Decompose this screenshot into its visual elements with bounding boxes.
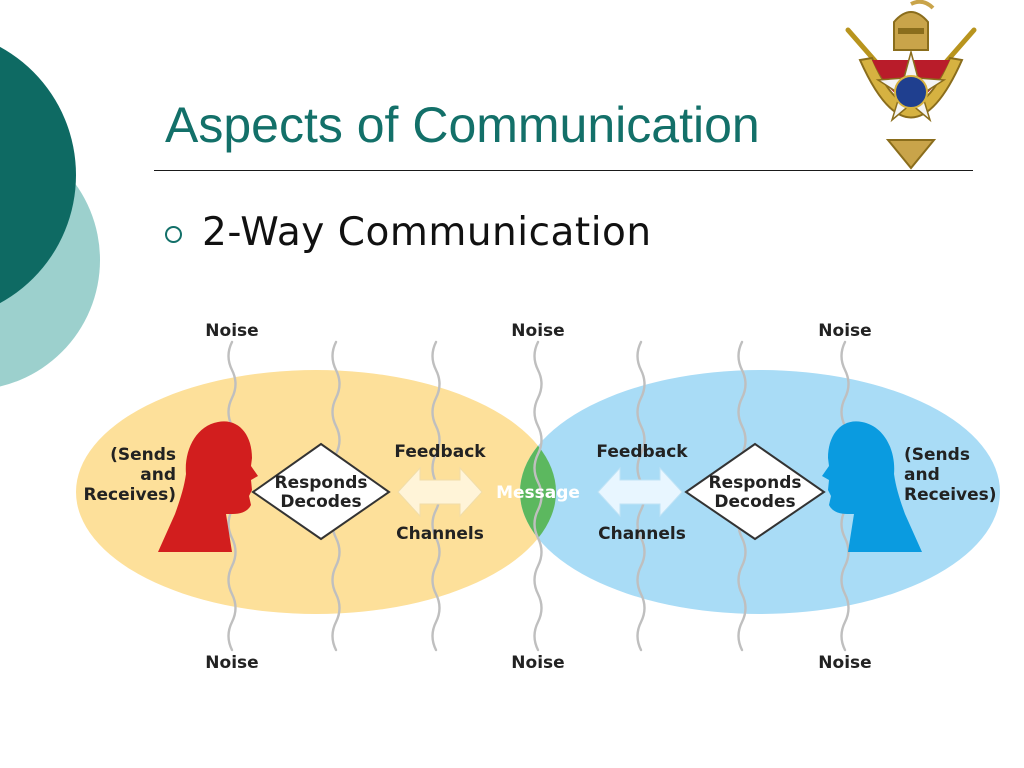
right-decode-diamond xyxy=(684,442,826,541)
crest-star xyxy=(875,49,947,123)
left-party-line-2: and xyxy=(140,465,176,485)
right-party-line-1: (Sends xyxy=(904,445,970,465)
feedback-label-left: Feedback xyxy=(394,442,486,462)
left-decode-diamond xyxy=(251,442,391,541)
left-head-silhouette-icon xyxy=(158,421,258,552)
left-party-line-1: (Sends xyxy=(110,445,176,465)
left-double-arrow-icon xyxy=(397,466,483,518)
right-box-line-1: Responds xyxy=(709,473,802,493)
noise-label-top-right: Noise xyxy=(818,321,871,341)
left-box-line-1: Responds xyxy=(275,473,368,493)
hollow-circle-bullet-icon xyxy=(165,226,182,243)
bullet-item: 2-Way Communication xyxy=(165,210,652,255)
decorative-circles xyxy=(0,46,100,387)
noise-label-bottom-left: Noise xyxy=(205,653,258,673)
dark-teal-circle xyxy=(0,46,76,304)
title-divider xyxy=(154,170,973,171)
noise-label-top-left: Noise xyxy=(205,321,258,341)
right-head-silhouette-icon xyxy=(822,421,922,552)
right-box-line-2: Decodes xyxy=(714,492,795,512)
left-party-line-3: Receives) xyxy=(83,485,176,505)
two-way-communication-diagram: Noise Noise Noise Noise Noise Noise (Sen… xyxy=(76,320,1000,675)
bullet-text: 2-Way Communication xyxy=(202,210,652,255)
channels-label-left: Channels xyxy=(396,524,484,544)
right-party-line-3: Receives) xyxy=(904,485,997,505)
right-double-arrow-icon xyxy=(597,466,683,518)
noise-label-bottom-right: Noise xyxy=(818,653,871,673)
slide-title: Aspects of Communication xyxy=(165,97,760,153)
channels-label-right: Channels xyxy=(598,524,686,544)
right-party-line-2: and xyxy=(904,465,940,485)
crest-emblem-icon xyxy=(845,0,977,170)
noise-line-4 xyxy=(533,340,543,652)
noise-label-bottom-center: Noise xyxy=(511,653,564,673)
left-box-line-2: Decodes xyxy=(280,492,361,512)
crest-base xyxy=(885,139,937,170)
noise-label-top-center: Noise xyxy=(511,321,564,341)
feedback-label-right: Feedback xyxy=(596,442,688,462)
crest-helmet xyxy=(893,0,935,51)
message-label: Message xyxy=(496,483,580,503)
